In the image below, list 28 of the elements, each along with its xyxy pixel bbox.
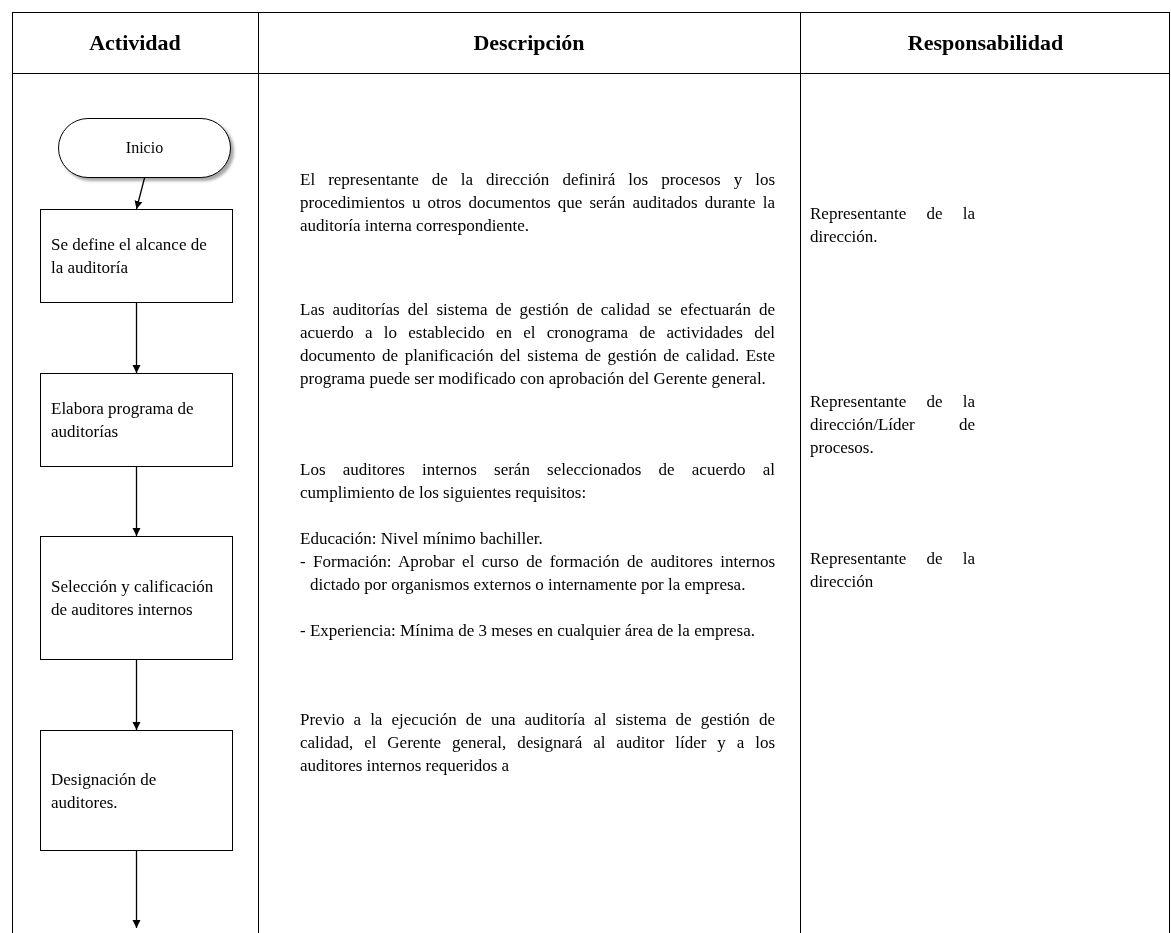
- node-text: Se define el alcance de la auditoría: [51, 234, 208, 279]
- arrow: [132, 466, 141, 537]
- responsibility-text: Representante de la dirección.: [810, 203, 975, 248]
- description-text: Educación: Nivel mínimo bachiller.: [300, 528, 544, 550]
- description-text: Las auditorías del sistema de gestión de calidad se efectuarán de acuerdo a lo establecido en el cronograma de actividades del documento de planificación del sistema de gestión de calidad. Este programa puede ser modificado con aprobación del Gerente general.: [300, 299, 775, 390]
- column-header: Descripción: [472, 29, 586, 57]
- node-text: Inicio: [125, 138, 164, 158]
- description-text: Previo a la ejecución de una auditoría al sistema de gestión de calidad, el Gerente general, designará al auditor líder y a los auditores internos requeridos a: [300, 709, 775, 777]
- process-box: [40, 373, 233, 467]
- description-text: El representante de la dirección definirá los procesos y los procedimientos u otros documentos que serán auditados durante la auditoría interna correspondiente.: [300, 169, 775, 237]
- arrow: [132, 850, 141, 929]
- column-header: Responsabilidad: [906, 29, 1065, 57]
- arrow: [132, 302, 141, 374]
- list-item: - Formación: Aprobar el curso de formación de auditores internos dictado por organismos externos o internamente por la empresa.: [300, 551, 775, 596]
- description-text: Los auditores internos serán seleccionados de acuerdo al cumplimiento de los siguientes requisitos:: [300, 459, 775, 504]
- process-box: [40, 730, 233, 851]
- node-text: Elabora programa de auditorías: [51, 398, 195, 443]
- arrow: [132, 659, 141, 731]
- node-text: Selección y calificación de auditores internos: [51, 576, 215, 621]
- column-header: Actividad: [88, 29, 182, 57]
- node-text: Designación de auditores.: [51, 768, 158, 814]
- process-box: [40, 536, 233, 660]
- start-terminal: [58, 118, 231, 178]
- process-box: [40, 209, 233, 303]
- list-item: - Experiencia: Mínima de 3 meses en cualquier área de la empresa.: [300, 620, 756, 642]
- arrow: [134, 177, 146, 210]
- responsibility-text: Representante de la dirección: [810, 548, 975, 593]
- responsibility-text: Representante de la dirección/Líder de procesos.: [810, 391, 975, 459]
